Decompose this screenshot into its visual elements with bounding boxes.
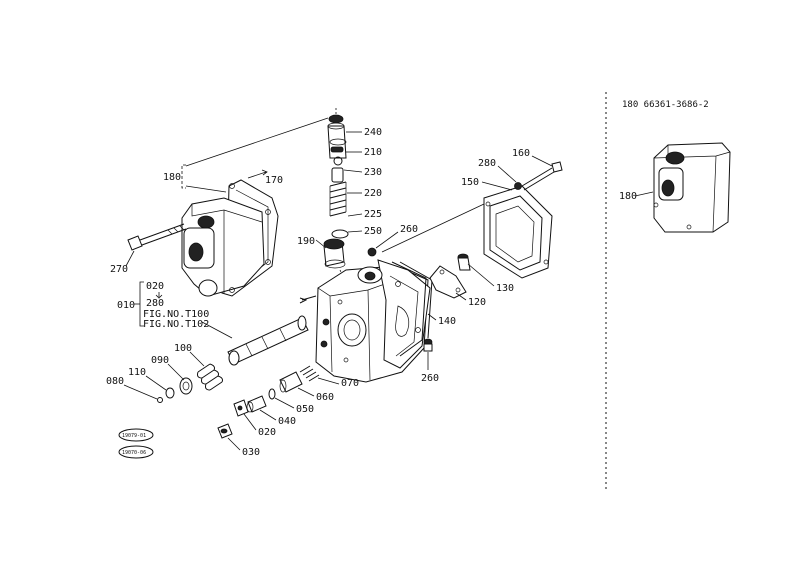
label-180-inset: 180 bbox=[619, 191, 637, 202]
bolt-270 bbox=[127, 223, 187, 251]
clip-080 bbox=[157, 397, 163, 403]
label-250: 250 bbox=[364, 226, 382, 237]
label-010: 010 bbox=[117, 300, 135, 311]
label-020-bottom: 020 bbox=[258, 427, 276, 438]
label-100: 100 bbox=[174, 343, 192, 354]
label-120: 120 bbox=[468, 297, 486, 308]
label-280-top: 280 bbox=[478, 158, 496, 169]
label-230: 230 bbox=[364, 167, 382, 178]
stamp-top: 19079-01 bbox=[118, 428, 154, 442]
bracket-010 bbox=[134, 281, 163, 327]
spring-100 bbox=[197, 363, 223, 391]
plug-260-bottom bbox=[423, 338, 433, 352]
plug-030 bbox=[217, 423, 233, 439]
label-090: 090 bbox=[151, 355, 169, 366]
plate-120 bbox=[429, 265, 467, 299]
label-210: 210 bbox=[364, 147, 382, 158]
reference-code: 180 66361-3686-2 bbox=[622, 100, 709, 110]
label-260-bottom: 260 bbox=[421, 373, 439, 384]
washer-260-top bbox=[367, 247, 377, 257]
washer-280-top bbox=[514, 182, 522, 190]
relief-valve-stack bbox=[323, 108, 349, 283]
label-110: 110 bbox=[128, 367, 146, 378]
label-070: 070 bbox=[341, 378, 359, 389]
svg-text:19079-01: 19079-01 bbox=[122, 433, 146, 439]
bracket-180 bbox=[181, 117, 329, 193]
label-050: 050 bbox=[296, 404, 314, 415]
inset-valve-cover bbox=[634, 142, 731, 233]
collar-090 bbox=[179, 377, 193, 395]
label-260-top: 260 bbox=[400, 224, 418, 235]
label-180: 180 bbox=[163, 172, 181, 183]
ring-050 bbox=[268, 388, 276, 400]
label-240: 240 bbox=[364, 127, 382, 138]
bolt-160 bbox=[521, 161, 563, 191]
label-020-top: 020 bbox=[146, 281, 164, 292]
label-030: 030 bbox=[242, 447, 260, 458]
plunger-060 bbox=[279, 371, 303, 393]
ring-110 bbox=[165, 387, 175, 399]
label-130: 130 bbox=[496, 283, 514, 294]
label-080: 080 bbox=[106, 376, 124, 387]
seat-040 bbox=[246, 395, 267, 413]
label-fig-t102: FIG.NO.T102 bbox=[143, 319, 209, 330]
svg-text:19070-06: 19070-06 bbox=[122, 450, 146, 456]
spring-070 bbox=[299, 365, 320, 382]
label-fig-t100: FIG.NO.T100 bbox=[143, 309, 209, 320]
label-280-left: 280 bbox=[146, 298, 164, 309]
valve-cover-170 bbox=[181, 169, 279, 297]
spool-shaft bbox=[227, 315, 309, 366]
label-140: 140 bbox=[438, 316, 456, 327]
label-040: 040 bbox=[278, 416, 296, 427]
label-270: 270 bbox=[110, 264, 128, 275]
stamp-bottom: 19070-06 bbox=[118, 445, 154, 459]
label-150: 150 bbox=[461, 177, 479, 188]
label-190: 190 bbox=[297, 236, 315, 247]
label-225: 225 bbox=[364, 209, 382, 220]
label-060: 060 bbox=[316, 392, 334, 403]
fitting-020 bbox=[233, 399, 249, 417]
pump-body bbox=[299, 259, 431, 383]
label-220: 220 bbox=[364, 188, 382, 199]
cover-150 bbox=[483, 185, 553, 279]
plug-130 bbox=[457, 253, 471, 271]
label-170: 170 bbox=[265, 175, 283, 186]
label-160: 160 bbox=[512, 148, 530, 159]
